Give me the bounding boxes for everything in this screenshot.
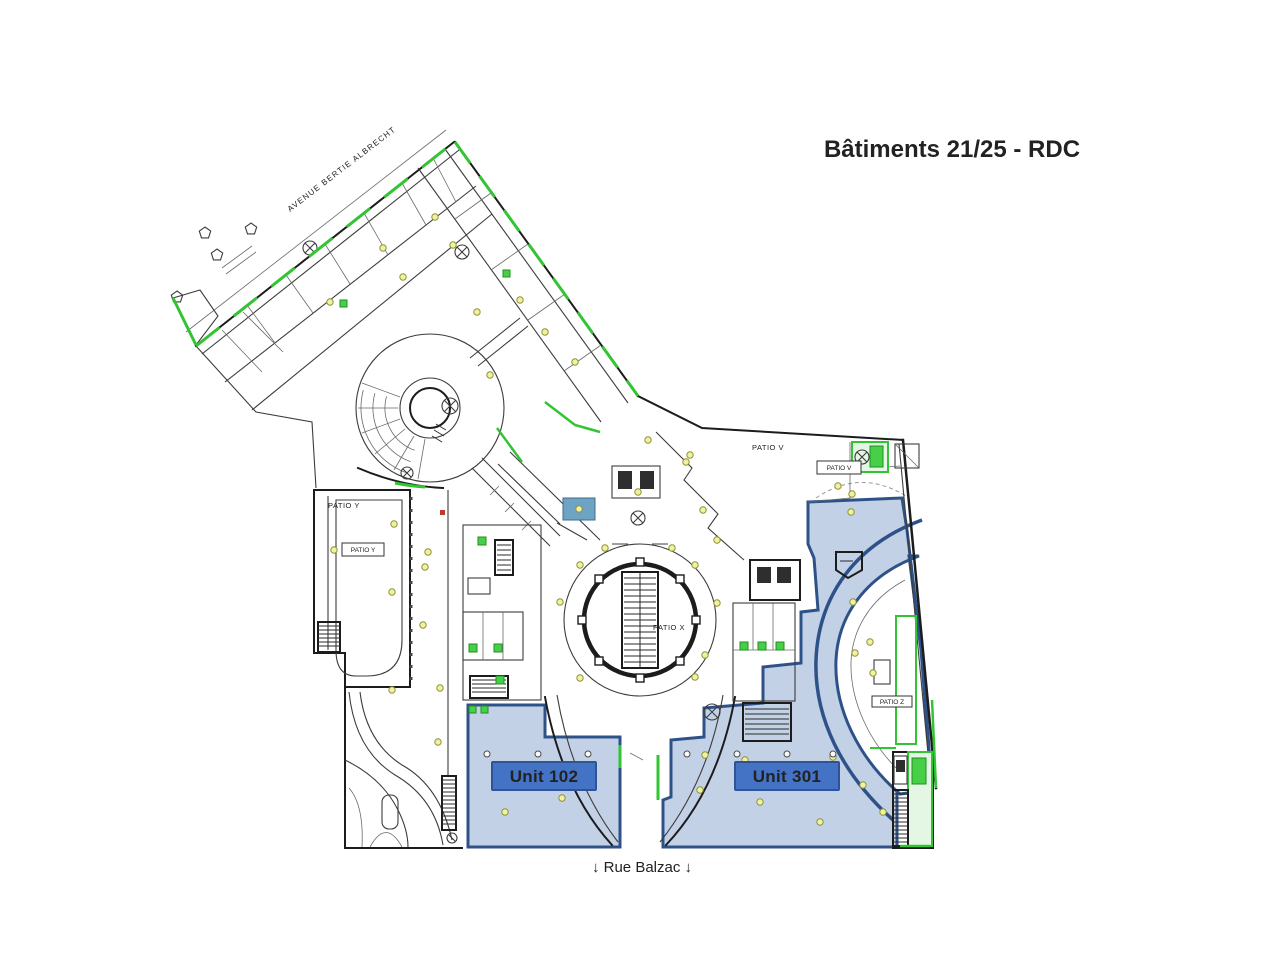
unit-102-label: Unit 102 (491, 761, 597, 791)
patio-y-text: PATIO Y (328, 501, 360, 510)
rue-balzac-street-label: ↓ Rue Balzac ↓ (592, 859, 692, 876)
page-title: Bâtiments 21/25 - RDC (824, 136, 1080, 163)
patio-labels: PATIO V PATIO V PATIO Y PATIO Y PATIO X … (328, 443, 913, 708)
stair-green-markers (339, 269, 785, 714)
notch-room (835, 551, 863, 580)
green-wall-highlights (171, 140, 938, 848)
terrace-arc-outer (814, 518, 923, 822)
red-marker (440, 510, 445, 515)
unit-301-label: Unit 301 (734, 761, 840, 791)
patio-v-dashed-arc (815, 482, 907, 499)
unit-102-label-text: Unit 102 (510, 767, 579, 786)
parking-ramp (344, 490, 463, 849)
patio-y-box-label: PATIO Y (351, 547, 376, 554)
north-entrance-hall (497, 431, 901, 561)
terrace-arc-inner (850, 579, 906, 771)
structural-columns (483, 750, 837, 758)
northwest-wing (170, 129, 938, 790)
left-wing-patio-y (313, 489, 413, 688)
bottom-right-service-block (892, 751, 934, 849)
patio-v-text: PATIO V (752, 443, 784, 452)
stair-node-rotunda (355, 317, 561, 547)
west-core (462, 524, 542, 701)
east-core (703, 559, 801, 742)
column-dots (326, 213, 887, 826)
patio-v-box-label: PATIO V (827, 465, 852, 472)
unit-301-label-text: Unit 301 (753, 767, 822, 786)
patio-z-box-label: PATIO Z (880, 699, 904, 706)
central-rotunda (543, 543, 737, 847)
tree-icon (170, 222, 258, 303)
patio-x-text: PATIO X (653, 623, 685, 632)
